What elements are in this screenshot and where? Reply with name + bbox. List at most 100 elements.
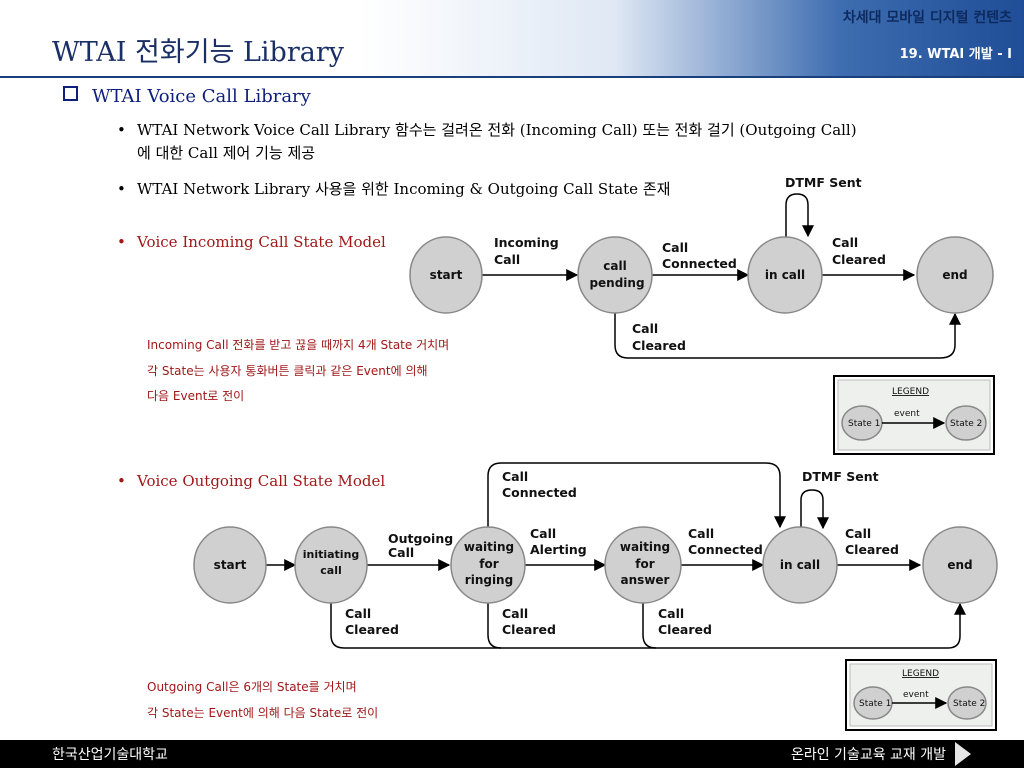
state-label: pending bbox=[589, 276, 644, 290]
note-line: 다음 Event로 전이 bbox=[147, 389, 245, 403]
outgoing-legend: LEGEND State 1 State 2 event bbox=[845, 659, 997, 731]
legend-title: LEGEND bbox=[902, 669, 939, 679]
state-label: waiting bbox=[464, 540, 514, 554]
note-line: Incoming Call 전화를 받고 끊을 때까지 4개 State 거치며 bbox=[147, 338, 450, 352]
event-label: Call bbox=[388, 545, 414, 560]
event-label: Cleared bbox=[345, 622, 399, 637]
incoming-legend: LEGEND State 1 State 2 event bbox=[833, 375, 995, 455]
event-label: Cleared bbox=[832, 252, 886, 267]
transition-line bbox=[487, 603, 502, 649]
state-end bbox=[922, 526, 998, 604]
legend-state-2 bbox=[945, 405, 987, 441]
footer-project: 온라인 기술교육 교재 개발 bbox=[790, 747, 946, 763]
self-loop-arrow bbox=[785, 193, 814, 238]
state-label: for bbox=[635, 557, 654, 571]
note-line: 각 State는 Event에 의해 다음 State로 전이 bbox=[147, 705, 379, 720]
footer-arrow-icon bbox=[955, 742, 971, 766]
event-label: Connected bbox=[502, 485, 577, 500]
state-label: initiating bbox=[303, 548, 360, 561]
legend-title: LEGEND bbox=[892, 387, 929, 397]
transition-line bbox=[642, 603, 657, 649]
state-waiting-for-ringing bbox=[450, 526, 526, 604]
bullet-dot-icon: • bbox=[117, 472, 126, 490]
state-label: call bbox=[603, 259, 626, 273]
event-label: Call bbox=[832, 235, 858, 250]
event-label: Alerting bbox=[530, 542, 587, 557]
footer-institution: 한국산업기술대학교 bbox=[52, 747, 168, 763]
checkbox-bullet-icon bbox=[63, 86, 78, 101]
bullet-text: WTAI Network Library 사용을 위한 Incoming & O… bbox=[137, 180, 671, 198]
event-label: Call bbox=[502, 469, 528, 484]
event-label: Cleared bbox=[632, 338, 686, 353]
legend-state-label: State 1 bbox=[859, 699, 891, 709]
state-label: answer bbox=[621, 573, 670, 587]
chapter-label: 19. WTAI 개발 - I bbox=[899, 47, 1012, 62]
incoming-diagram: start call pending in call end Incoming … bbox=[409, 175, 995, 455]
slide-title: WTAI 전화기능 Library bbox=[52, 37, 344, 68]
bullet-text: Voice Incoming Call State Model bbox=[137, 233, 386, 251]
self-loop-arrow bbox=[800, 489, 829, 530]
transition-arrow bbox=[614, 312, 961, 359]
state-label: waiting bbox=[620, 540, 670, 554]
legend-state-label: State 1 bbox=[848, 419, 880, 429]
event-label: Call bbox=[845, 526, 871, 541]
state-label: in call bbox=[780, 558, 820, 572]
state-label: in call bbox=[765, 268, 805, 282]
state-initiating-call bbox=[294, 526, 368, 604]
state-label: for bbox=[479, 557, 498, 571]
event-label: Call bbox=[502, 606, 528, 621]
outgoing-notes: Outgoing Call은 6개의 State를 거치며 각 State는 E… bbox=[147, 675, 378, 726]
state-start bbox=[409, 236, 483, 314]
legend-event-label: event bbox=[894, 409, 920, 419]
state-label: start bbox=[430, 268, 463, 282]
event-label: Call bbox=[632, 321, 658, 336]
state-waiting-for-answer bbox=[604, 526, 682, 604]
transition-arrow bbox=[330, 602, 966, 649]
event-label: Incoming bbox=[494, 235, 559, 250]
bullet-call-control: • WTAI Network Voice Call Library 함수는 걸려… bbox=[117, 119, 857, 165]
event-label: Call bbox=[658, 606, 684, 621]
event-label: Connected bbox=[662, 256, 737, 271]
event-label: Cleared bbox=[502, 622, 556, 637]
legend-event-label: event bbox=[903, 690, 929, 700]
bullet-incoming-model: • Voice Incoming Call State Model bbox=[117, 231, 386, 254]
state-in-call bbox=[747, 236, 823, 314]
event-label: Cleared bbox=[845, 542, 899, 557]
outgoing-diagram: start initiating call waiting for ringin… bbox=[193, 462, 998, 731]
brand-label: 차세대 모바일 디지털 컨텐츠 bbox=[842, 10, 1012, 26]
event-label: Call bbox=[530, 526, 556, 541]
event-label: DTMF Sent bbox=[802, 469, 879, 484]
section-heading-text: WTAI Voice Call Library bbox=[92, 86, 311, 107]
header-divider bbox=[0, 76, 1024, 78]
legend-state-label: State 2 bbox=[950, 419, 982, 429]
event-label: Call bbox=[688, 526, 714, 541]
legend-state-2 bbox=[947, 686, 987, 720]
state-label: end bbox=[947, 558, 972, 572]
footer-bar bbox=[0, 740, 1024, 768]
event-label: Call bbox=[494, 252, 520, 267]
transition-arrow bbox=[487, 462, 786, 529]
header-background bbox=[0, 0, 1024, 76]
section-heading: WTAI Voice Call Library bbox=[63, 86, 311, 107]
bullet-dot-icon: • bbox=[117, 233, 126, 251]
bullet-outgoing-model: • Voice Outgoing Call State Model bbox=[117, 470, 386, 493]
state-label: call bbox=[320, 564, 341, 577]
state-label: start bbox=[214, 558, 247, 572]
incoming-notes: Incoming Call 전화를 받고 끊을 때까지 4개 State 거치며… bbox=[147, 333, 449, 410]
event-label: Cleared bbox=[658, 622, 712, 637]
note-line: Outgoing Call은 6개의 State를 거치며 bbox=[147, 680, 357, 694]
event-label: Call bbox=[662, 240, 688, 255]
state-call-pending bbox=[577, 236, 653, 314]
bullet-dot-icon: • bbox=[117, 180, 126, 198]
state-in-call bbox=[762, 526, 838, 604]
bullet-text: Voice Outgoing Call State Model bbox=[137, 472, 386, 490]
state-end bbox=[916, 236, 994, 314]
event-label: Outgoing bbox=[388, 531, 453, 546]
bullet-text-line: 에 대한 Call 제어 기능 제공 bbox=[137, 144, 316, 162]
bullet-dot-icon: • bbox=[117, 121, 126, 139]
state-label: end bbox=[942, 268, 967, 282]
note-line: 각 State는 사용자 통화버튼 클릭과 같은 Event에 의해 bbox=[147, 363, 428, 378]
state-label: ringing bbox=[465, 573, 513, 587]
legend-state-label: State 2 bbox=[953, 699, 985, 709]
